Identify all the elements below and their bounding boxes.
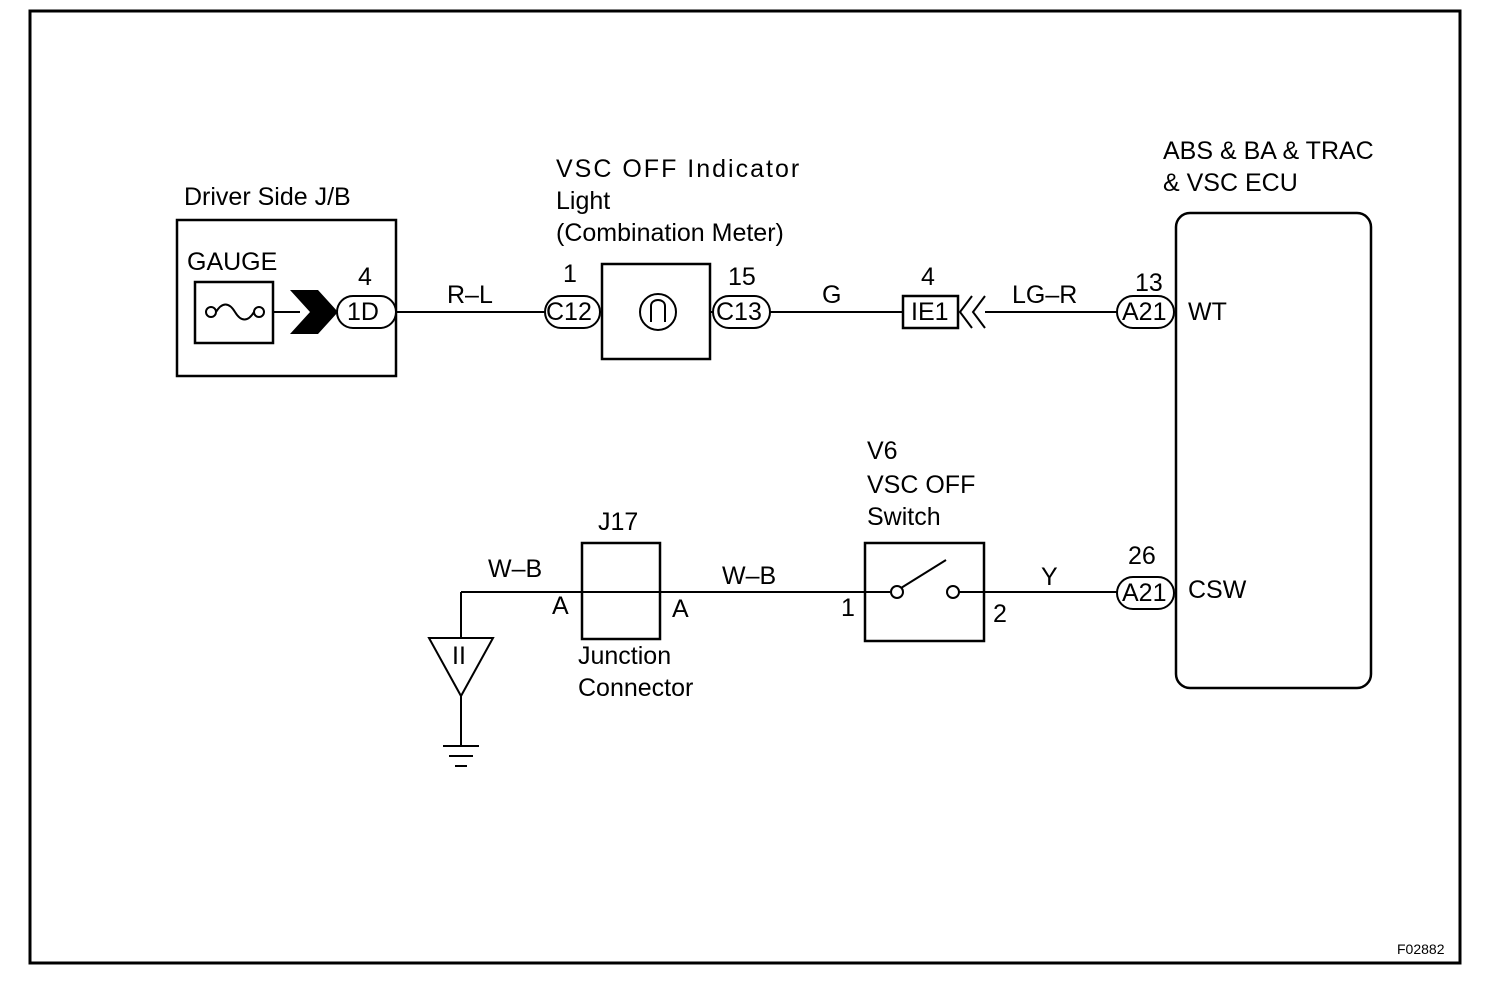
wire-rl-label: R–L	[447, 281, 493, 309]
junction-block-label: Driver Side J/B	[184, 183, 351, 211]
connector-c12-code: C12	[546, 298, 592, 326]
wire-wb-switch-label: W–B	[722, 562, 776, 590]
wire-y-label: Y	[1041, 563, 1058, 591]
ecu-terminal-csw: CSW	[1188, 576, 1247, 604]
fuse-box	[193, 280, 275, 345]
junction-connector-pin-right: A	[672, 595, 689, 623]
junction-connector-title-1: Junction	[578, 642, 671, 670]
connector-a21-csw-pin: 26	[1128, 542, 1156, 570]
connector-a21-csw	[1116, 576, 1175, 610]
connector-a21-wt-code: A21	[1122, 298, 1166, 326]
wire-lgr-label: LG–R	[1012, 281, 1077, 309]
ecu-title-2: & VSC ECU	[1163, 169, 1298, 197]
junction-connector-title-2: Connector	[578, 674, 693, 702]
wire-wb-ground-label: W–B	[488, 555, 542, 583]
switch-icon	[865, 559, 984, 599]
connector-1d-code: 1D	[347, 298, 379, 326]
inline-connector-icon	[958, 295, 986, 329]
switch-code: V6	[867, 437, 898, 465]
junction-connector-pin-left: A	[552, 592, 569, 620]
ground-code: II	[452, 642, 466, 670]
connector-a21-wt	[1116, 295, 1175, 329]
connector-c13	[712, 295, 771, 329]
connector-ie1-code: IE1	[911, 298, 949, 326]
fuse-icon	[205, 303, 265, 321]
ecu-title-1: ABS & BA & TRAC	[1163, 137, 1374, 165]
switch-title-2: Switch	[867, 503, 941, 531]
connector-ie1-pin: 4	[921, 263, 935, 291]
connector-a21-wt-pin: 13	[1135, 269, 1163, 297]
ecu-box	[1174, 211, 1373, 690]
switch-pin-2: 2	[993, 600, 1007, 628]
diagram-frame	[28, 9, 1462, 965]
indicator-light-title-1: VSC OFF Indicator	[556, 155, 801, 183]
connector-a21-csw-code: A21	[1122, 579, 1166, 607]
connector-arrow-icon	[290, 290, 338, 334]
switch-pin-1: 1	[841, 594, 855, 622]
connector-c13-code: C13	[716, 298, 762, 326]
switch-title-1: VSC OFF	[867, 471, 975, 499]
connector-1d	[336, 295, 397, 329]
indicator-light-title-3: (Combination Meter)	[556, 219, 784, 247]
connector-1d-pin: 4	[358, 263, 372, 291]
fuse-label: GAUGE	[187, 248, 277, 276]
indicator-light-title-2: Light	[556, 187, 610, 215]
junction-connector-code: J17	[598, 508, 638, 536]
ground-icon	[443, 745, 479, 767]
connector-c12	[544, 295, 601, 329]
wire-g-label: G	[822, 281, 841, 309]
connector-ie1	[901, 294, 960, 330]
connector-c13-pin: 15	[728, 263, 756, 291]
figure-id: F02882	[1397, 941, 1445, 957]
connector-c12-pin: 1	[563, 260, 577, 288]
ecu-terminal-wt: WT	[1188, 298, 1227, 326]
bulb-icon	[639, 293, 677, 331]
indicator-light-box	[600, 262, 712, 361]
